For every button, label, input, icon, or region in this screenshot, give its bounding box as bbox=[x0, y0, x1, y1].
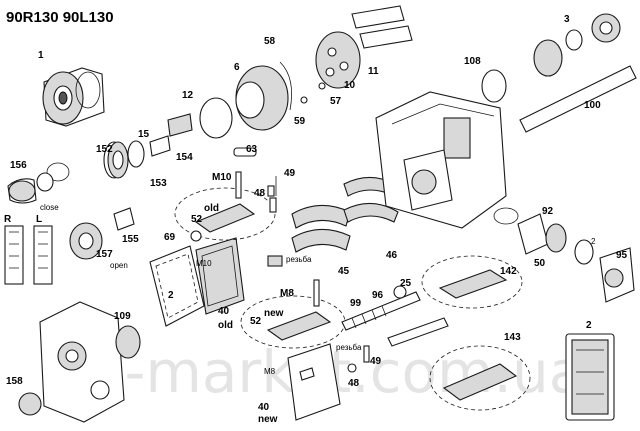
callout-156: 156 bbox=[10, 160, 27, 171]
valve-plate-drawing bbox=[341, 255, 523, 347]
callout-3: 3 bbox=[564, 14, 570, 25]
callout-109: 109 bbox=[114, 311, 131, 322]
callout-12: 12 bbox=[182, 90, 194, 101]
seal-156-drawing bbox=[7, 162, 70, 204]
callout-2-right: 2 bbox=[586, 320, 592, 331]
note-m8-top: M8 bbox=[280, 288, 294, 299]
callout-158: 158 bbox=[6, 376, 23, 387]
note-m8-bracket: M8 bbox=[264, 367, 276, 376]
callout-99: 99 bbox=[350, 298, 362, 309]
callout-153: 153 bbox=[150, 178, 167, 189]
callout-69: 69 bbox=[164, 232, 176, 243]
gasket-drawing bbox=[149, 237, 245, 327]
callout-57: 57 bbox=[330, 96, 342, 107]
note-m10-top: M10 bbox=[212, 172, 232, 183]
callout-2-pump: 2 bbox=[591, 237, 596, 246]
callout-142: 142 bbox=[500, 266, 517, 277]
callout-40-old: 40 bbox=[218, 306, 230, 317]
callout-46: 46 bbox=[386, 250, 398, 261]
side-label-right: R bbox=[4, 214, 12, 225]
bearing-set-drawing bbox=[103, 113, 193, 179]
detail-old-drawing bbox=[174, 171, 277, 241]
bottom-plate-drawing bbox=[429, 345, 531, 411]
callout-152: 152 bbox=[96, 144, 113, 155]
note-new-bracket: new bbox=[258, 414, 278, 425]
callout-108: 108 bbox=[464, 56, 481, 67]
callout-10: 10 bbox=[344, 80, 356, 91]
bearing-shells-drawing bbox=[267, 176, 399, 267]
note-thread-bottom: резьба bbox=[336, 343, 362, 352]
callout-59: 59 bbox=[294, 116, 306, 127]
note-m10-bracket: M10 bbox=[196, 259, 212, 268]
callout-155: 155 bbox=[122, 234, 139, 245]
callout-63: 63 bbox=[246, 144, 258, 155]
callout-40-new: 40 bbox=[258, 402, 270, 413]
seal-157-drawing bbox=[69, 207, 135, 260]
callout-49-top: 49 bbox=[284, 168, 296, 179]
end-cap-drawing bbox=[18, 301, 141, 423]
callout-50: 50 bbox=[534, 258, 546, 269]
callout-143: 143 bbox=[504, 332, 521, 343]
note-old-detail: old bbox=[204, 203, 219, 214]
note-thread-top: резьба bbox=[286, 255, 312, 264]
callout-6: 6 bbox=[234, 62, 240, 73]
callout-95: 95 bbox=[616, 250, 628, 261]
callout-48-bottom: 48 bbox=[348, 378, 360, 389]
note-new-detail: new bbox=[264, 308, 284, 319]
callout-2-gasket: 2 bbox=[168, 290, 174, 301]
callout-96: 96 bbox=[372, 290, 384, 301]
drive-shaft-drawing bbox=[481, 13, 637, 133]
callout-92: 92 bbox=[542, 206, 554, 217]
callout-45: 45 bbox=[338, 266, 350, 277]
charge-pump-drawing bbox=[493, 207, 635, 303]
note-open: open bbox=[110, 261, 128, 270]
pump-housing-drawing bbox=[375, 91, 507, 229]
callout-48-top: 48 bbox=[254, 188, 266, 199]
callout-11: 11 bbox=[368, 66, 379, 77]
swashplate-drawing bbox=[199, 5, 413, 139]
callout-58: 58 bbox=[264, 36, 276, 47]
diagram-title: 90R130 90L130 bbox=[6, 9, 114, 26]
callout-52-new: 52 bbox=[250, 316, 262, 327]
cylinder-block-drawing bbox=[42, 67, 105, 127]
section-profiles bbox=[4, 225, 53, 285]
side-label-left: L bbox=[36, 214, 42, 225]
callout-52-old: 52 bbox=[191, 214, 203, 225]
callout-15: 15 bbox=[138, 129, 150, 140]
note-close: close bbox=[40, 203, 59, 212]
gasket-right-drawing bbox=[565, 333, 615, 421]
callout-49-bottom: 49 bbox=[370, 356, 382, 367]
callout-157: 157 bbox=[96, 249, 113, 260]
fasteners-drawing bbox=[190, 147, 370, 381]
callout-25: 25 bbox=[400, 278, 412, 289]
callout-100: 100 bbox=[584, 100, 601, 111]
callout-154: 154 bbox=[176, 152, 193, 163]
callout-1: 1 bbox=[38, 50, 44, 61]
note-old-bracket: old bbox=[218, 320, 233, 331]
